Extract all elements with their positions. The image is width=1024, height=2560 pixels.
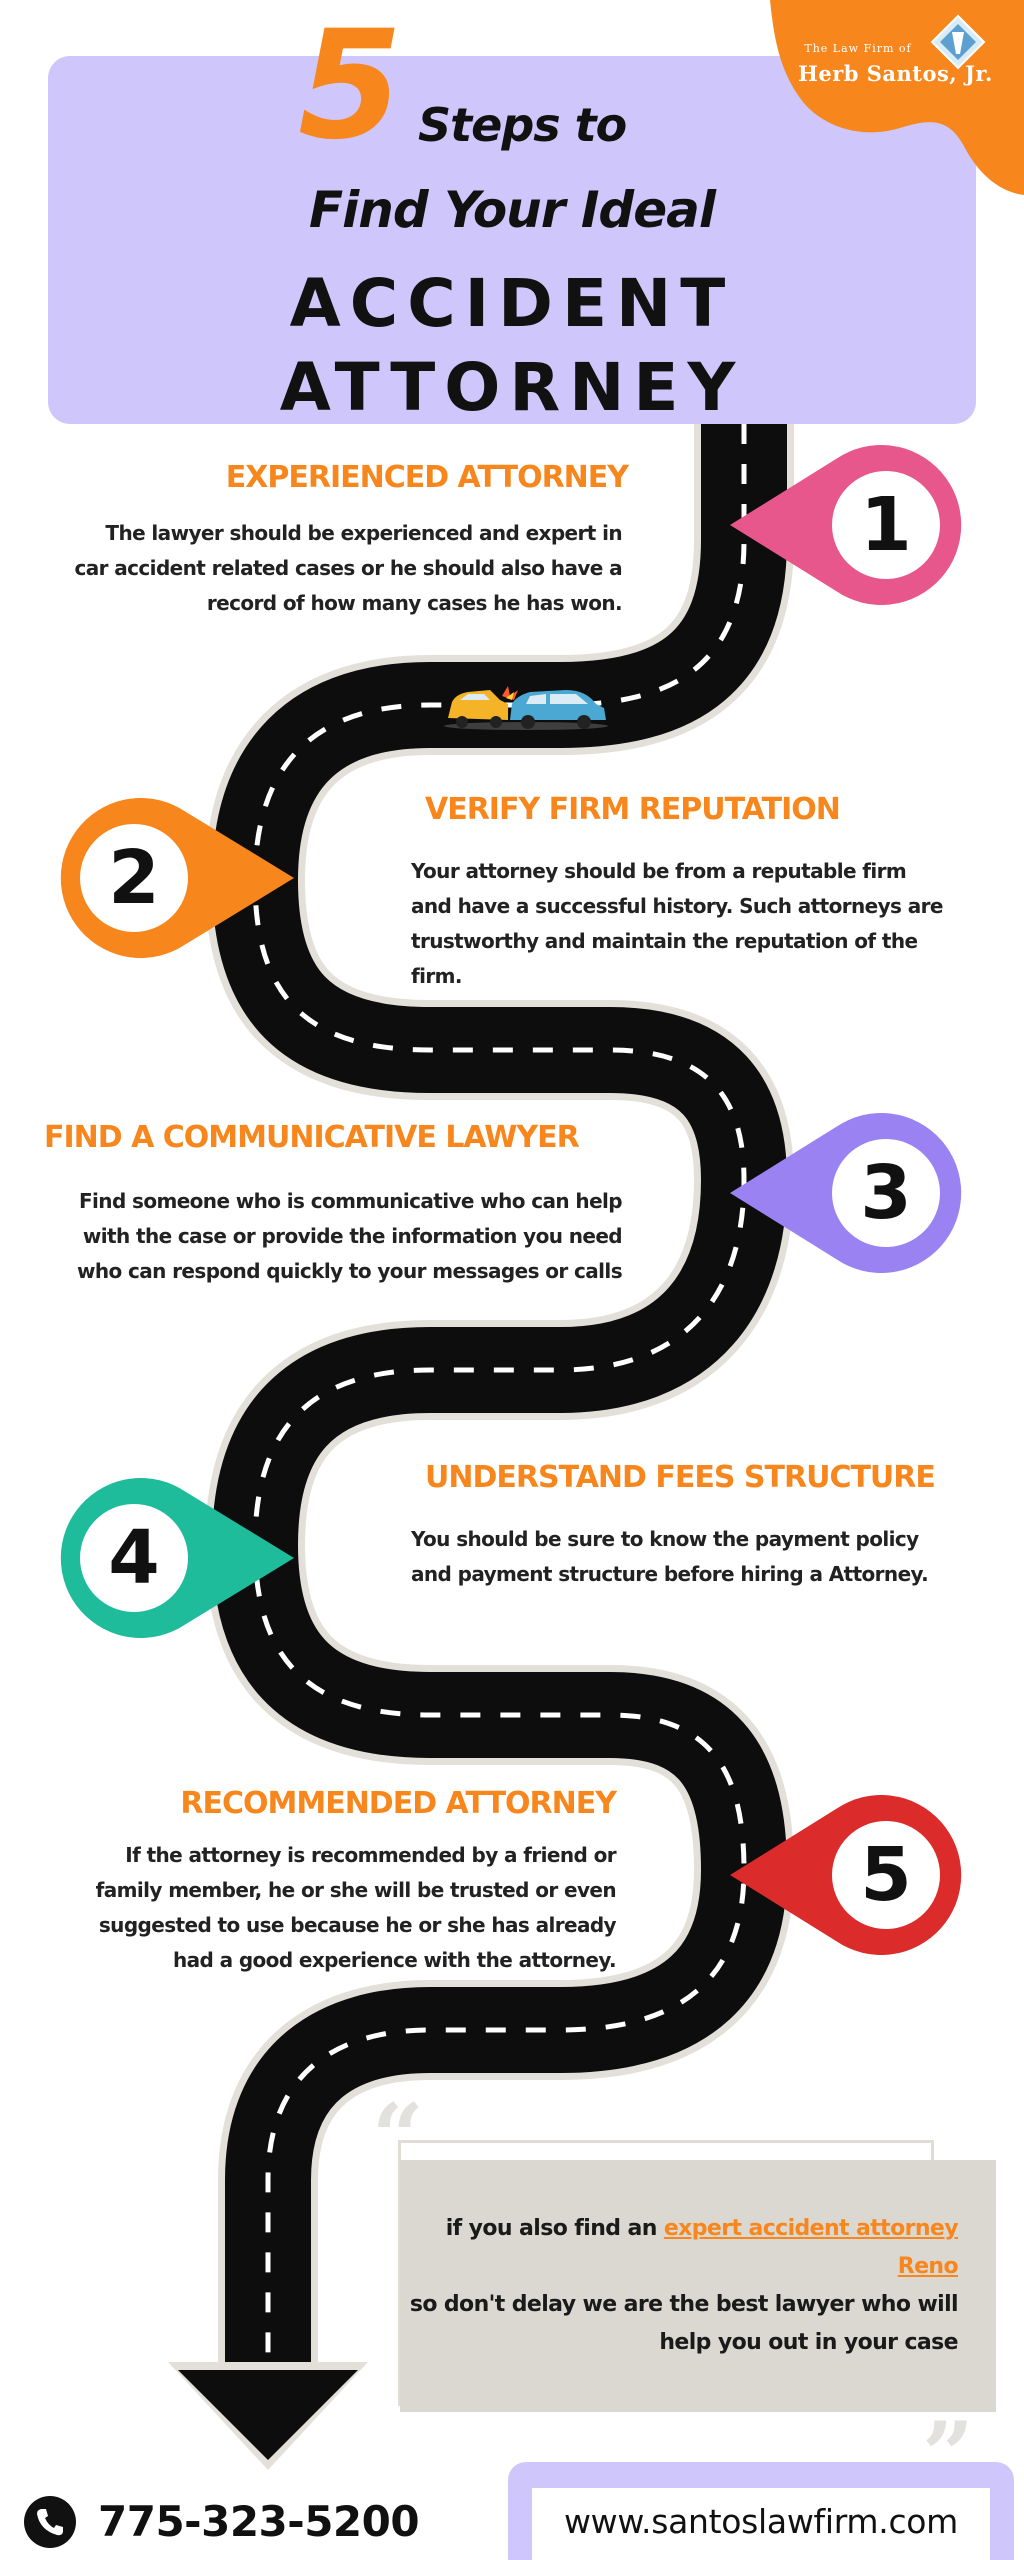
step-4-line: You should be sure to know the payment p… (411, 1527, 919, 1551)
step-5-line: suggested to use because he or she has a… (98, 1913, 617, 1937)
road-arrow-icon (168, 2362, 368, 2470)
step-2-description: Your attorney should be from a reputable… (411, 854, 1011, 994)
step-3-heading: FIND A COMMUNICATIVE LAWYER (44, 1120, 580, 1155)
step-4-heading: UNDERSTAND FEES STRUCTURE (425, 1460, 936, 1495)
step-5-line: family member, he or she will be trusted… (95, 1878, 617, 1902)
step-5-line: had a good experience with the attorney. (172, 1948, 617, 1972)
quote-lead-text: if you also find an (445, 2216, 664, 2241)
step-1-number: 1 (860, 482, 912, 568)
step-2-line: and have a successful history. Such atto… (411, 894, 943, 918)
logo-caption: The Law Firm of (804, 42, 912, 55)
step-4-line: and payment structure before hiring a At… (411, 1562, 929, 1586)
step-2-line: trustworthy and maintain the reputation … (411, 929, 918, 953)
step-1-description: The lawyer should be experienced and exp… (60, 516, 623, 621)
step-5-marker (730, 1795, 962, 1955)
quote-text: if you also find an expert accident atto… (400, 2210, 959, 2362)
page-title: ACCIDENT ATTORNEY (279, 265, 745, 426)
step-2-line: firm. (411, 964, 462, 988)
step-2-marker (60, 798, 295, 958)
quote-line-1: if you also find an expert accident atto… (400, 2210, 959, 2286)
step-3-line: with the case or provide the information… (82, 1224, 623, 1248)
quote-line-3: help you out in your case (659, 2330, 958, 2355)
law-firm-logo-icon (930, 14, 986, 70)
step-3-description: Find someone who is communicative who ca… (40, 1184, 623, 1289)
step-2-heading: VERIFY FIRM REPUTATION (425, 792, 841, 827)
step-3-number: 3 (860, 1150, 912, 1236)
quote-line-2: so don't delay we are the best lawyer wh… (409, 2292, 959, 2317)
step-4-marker (60, 1478, 295, 1638)
crashed-cars-icon (444, 686, 608, 730)
step-1-line: car accident related cases or he should … (74, 556, 623, 580)
step-1-line: record of how many cases he has won. (206, 591, 623, 615)
steps-count: 5 (298, 0, 403, 173)
title-line-1: Steps to (418, 98, 627, 152)
step-5-heading: RECOMMENDED ATTORNEY (180, 1786, 617, 1821)
phone-icon (24, 2496, 76, 2548)
quote-box (400, 2160, 996, 2412)
phone-number[interactable]: 775-323-5200 (98, 2497, 420, 2546)
step-2-number: 2 (108, 835, 160, 921)
step-4-description: You should be sure to know the payment p… (411, 1522, 1011, 1592)
road-asphalt (212, 424, 787, 2380)
step-1-heading: EXPERIENCED ATTORNEY (225, 460, 629, 495)
step-1-line: The lawyer should be experienced and exp… (105, 521, 622, 545)
attorney-link[interactable]: expert accident attorney Reno (663, 2216, 959, 2279)
step-4-number: 4 (108, 1515, 160, 1601)
step-5-line: If the attorney is recommended by a frie… (125, 1843, 616, 1867)
step-3-marker (730, 1113, 962, 1273)
title-line-2: Find Your Ideal (308, 181, 716, 239)
step-3-line: Find someone who is communicative who ca… (78, 1189, 623, 1213)
step-5-number: 5 (860, 1832, 912, 1918)
step-1-marker (730, 445, 962, 605)
step-3-line: who can respond quickly to your messages… (77, 1259, 623, 1283)
website-link[interactable]: www.santoslawfirm.com (563, 2502, 959, 2541)
step-2-line: Your attorney should be from a reputable… (411, 859, 907, 883)
step-5-description: If the attorney is recommended by a frie… (40, 1838, 617, 1978)
website-box (532, 2488, 990, 2560)
